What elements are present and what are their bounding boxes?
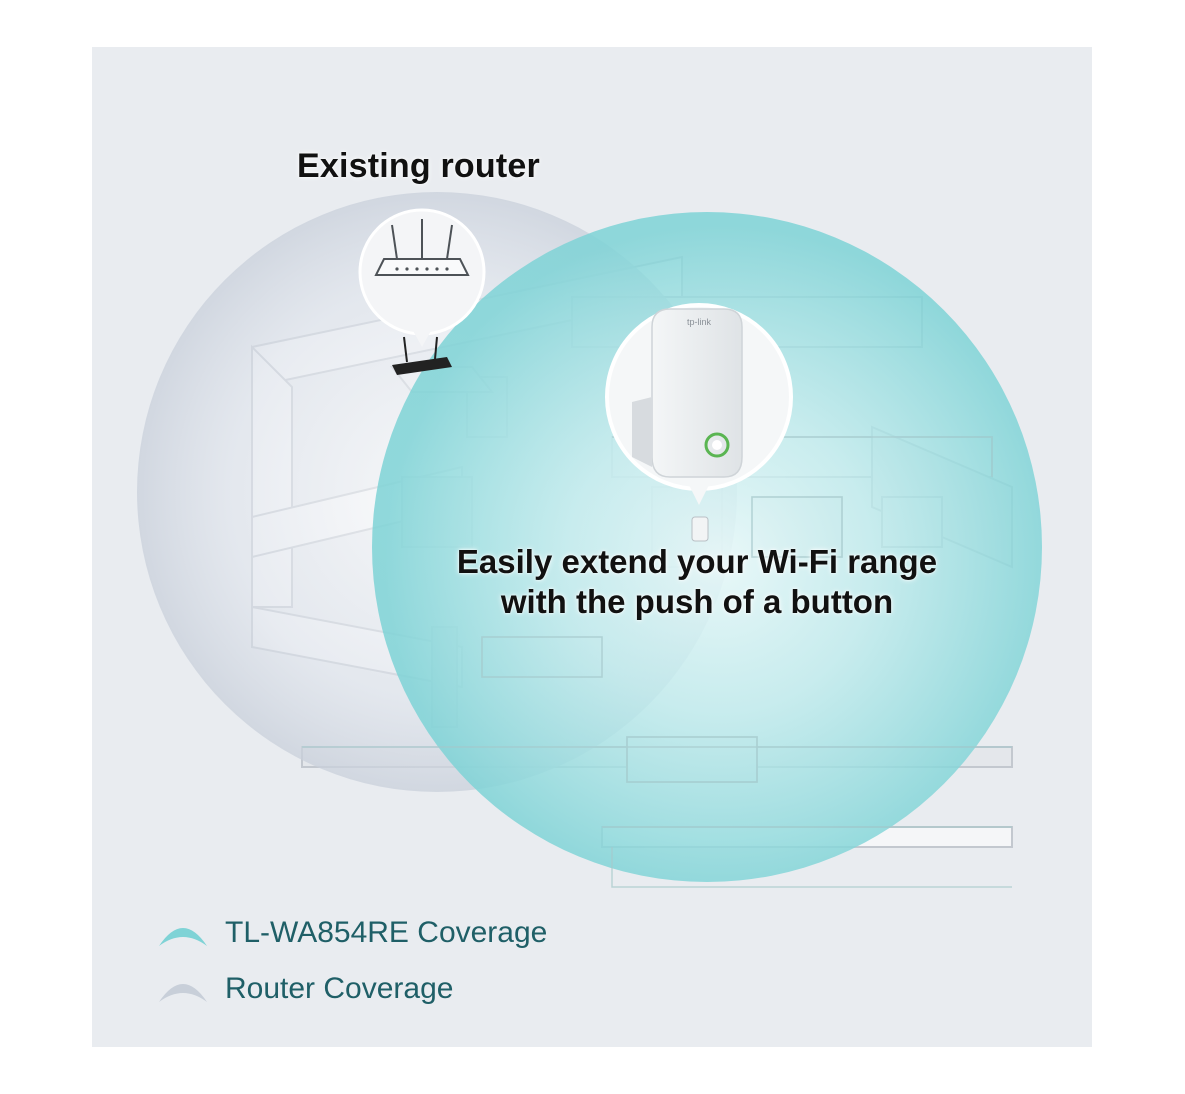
coverage-illustration: tp-link — [137, 192, 1042, 888]
extender-coverage-area — [372, 212, 1042, 882]
illustration-panel: tp-link Existing router Easily extend yo… — [92, 47, 1092, 1047]
router-device — [392, 336, 452, 375]
extend-caption-line-1: Easily extend your Wi-Fi range — [456, 543, 938, 580]
router-callout — [358, 208, 486, 347]
legend-label-router: Router Coverage — [225, 972, 454, 1005]
extend-caption-line-2: with the push of a button — [500, 583, 894, 620]
existing-router-label: Existing router — [297, 147, 540, 185]
legend: TL-WA854RE Coverage Router Coverage — [157, 905, 547, 1017]
extender-plugged-device — [691, 516, 709, 542]
router-coverage-swatch-icon — [159, 984, 207, 1002]
extender-coverage-swatch-icon — [159, 928, 207, 946]
legend-item-extender: TL-WA854RE Coverage — [157, 905, 547, 961]
extender-callout: tp-link — [605, 303, 793, 505]
legend-item-router: Router Coverage — [157, 961, 547, 1017]
extender-brand-text: tp-link — [687, 317, 712, 327]
extend-caption: Easily extend your Wi-Fi range with the … — [392, 542, 1002, 622]
legend-label-extender: TL-WA854RE Coverage — [225, 916, 548, 949]
